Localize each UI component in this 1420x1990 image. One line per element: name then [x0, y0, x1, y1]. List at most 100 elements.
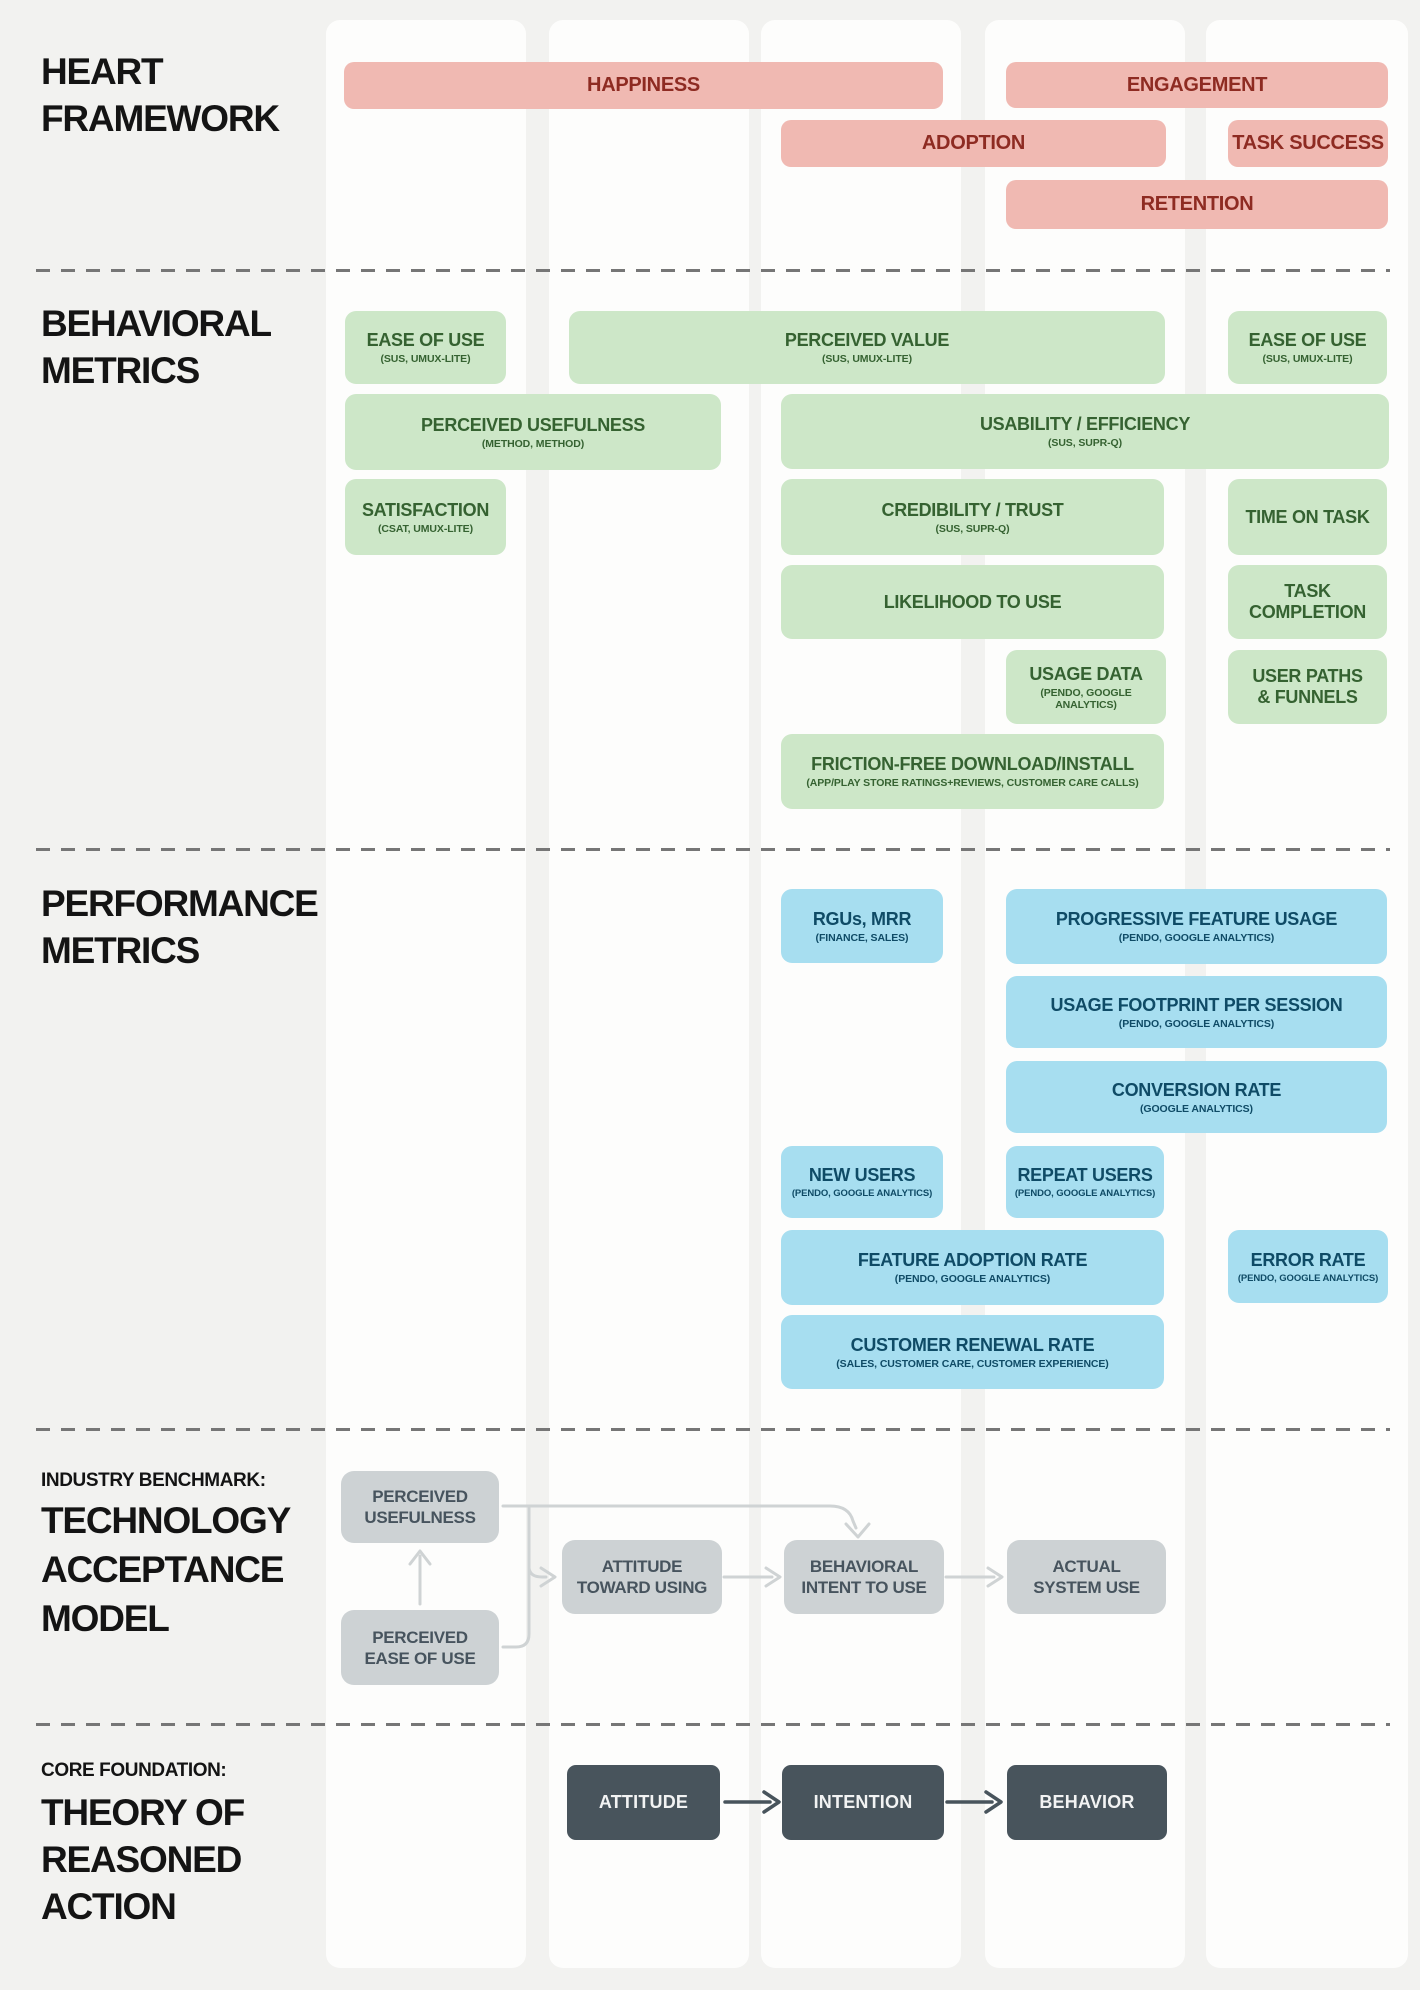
metric-likelihood-to-use: LIKELIHOOD TO USE	[781, 565, 1164, 639]
metric-error-rate: ERROR RATE (PENDO, GOOGLE ANALYTICS)	[1228, 1230, 1388, 1303]
metric-sublabel: (CSAT, UMUX-LITE)	[378, 522, 473, 535]
section-title-technology-acceptance-model: TECHNOLOGY ACCEPTANCE MODEL	[41, 1500, 291, 1639]
metric-satisfaction: SATISFACTION (CSAT, UMUX-LITE)	[345, 479, 506, 555]
section-title-performance-metrics: PERFORMANCE METRICS	[41, 883, 319, 971]
metric-time-on-task: TIME ON TASK	[1228, 479, 1387, 555]
tam-box-perceived-ease-of-use: PERCEIVED EASE OF USE	[341, 1610, 499, 1685]
metric-sublabel: (SUS, UMUX-LITE)	[1262, 353, 1353, 365]
metric-sublabel: (SUS, UMUX-LITE)	[380, 353, 471, 365]
metric-progressive-feature-usage: PROGRESSIVE FEATURE USAGE (PENDO, GOOGLE…	[1006, 889, 1387, 964]
metric-label: CUSTOMER RENEWAL RATE	[850, 1334, 1095, 1355]
metric-label: PERCEIVED USEFULNESS	[420, 414, 646, 435]
metric-label: SATISFACTION	[361, 499, 490, 520]
metric-label: RGUs, MRR	[812, 908, 912, 929]
tam-label: PERCEIVED USEFULNESS	[364, 1487, 476, 1527]
metric-credibility-trust: CREDIBILITY / TRUST (SUS, SUPR-Q)	[781, 479, 1164, 555]
section-pretitle-industry-benchmark: INDUSTRY BENCHMARK:	[41, 1470, 266, 1491]
metric-sublabel: (PENDO, GOOGLE ANALYTICS)	[791, 1188, 933, 1199]
heart-pill-retention: RETENTION	[1006, 180, 1388, 229]
metric-perceived-usefulness: PERCEIVED USEFULNESS (METHOD, METHOD)	[345, 394, 721, 470]
tam-label: PERCEIVED EASE OF USE	[364, 1627, 476, 1668]
tra-label: INTENTION	[813, 1792, 913, 1812]
metric-sublabel: (PENDO, GOOGLE ANALYTICS)	[1118, 1017, 1275, 1030]
heart-pill-task-success-label: TASK SUCCESS	[1232, 132, 1384, 154]
metric-rgus-mrr: RGUs, MRR (FINANCE, SALES)	[781, 889, 943, 963]
metric-sublabel: (METHOD, METHOD)	[481, 437, 585, 450]
metric-usability-efficiency: USABILITY / EFFICIENCY (SUS, SUPR-Q)	[781, 394, 1389, 469]
section-title-behavioral-metrics: BEHAVIORAL METRICS	[41, 303, 272, 391]
bracket-stub-to-attitude	[527, 1566, 548, 1579]
heart-pill-task-success: TASK SUCCESS	[1228, 120, 1388, 167]
tra-box-behavior: BEHAVIOR	[1007, 1765, 1167, 1840]
metric-label: LIKELIHOOD TO USE	[883, 591, 1062, 612]
tra-label: BEHAVIOR	[1039, 1792, 1135, 1812]
metric-ease-of-use-task-success: EASE OF USE (SUS, UMUX-LITE)	[1228, 311, 1387, 384]
metric-label: EASE OF USE	[366, 330, 485, 350]
tam-box-actual-system-use: ACTUAL SYSTEM USE	[1007, 1540, 1166, 1614]
heart-pill-happiness-label: HAPPINESS	[587, 74, 700, 96]
tam-label: ACTUAL SYSTEM USE	[1033, 1557, 1140, 1597]
tam-box-behavioral-intent-to-use: BEHAVIORAL INTENT TO USE	[784, 1540, 944, 1614]
metric-sublabel: (PENDO, GOOGLE ANALYTICS)	[1118, 932, 1275, 944]
metric-label: CREDIBILITY / TRUST	[881, 499, 1064, 520]
section-pretitle-core-foundation: CORE FOUNDATION:	[41, 1760, 227, 1781]
metric-sublabel: (PENDO, GOOGLE ANALYTICS)	[1014, 1188, 1156, 1199]
metric-label: PROGRESSIVE FEATURE USAGE	[1055, 909, 1338, 929]
metric-sublabel: (PENDO, GOOGLE ANALYTICS)	[1237, 1272, 1379, 1284]
metric-sublabel: (SUS, UMUX-LITE)	[822, 353, 912, 365]
tra-box-attitude: ATTITUDE	[567, 1765, 720, 1840]
metric-label: USAGE FOOTPRINT PER SESSION	[1050, 994, 1343, 1015]
metric-sublabel: (PENDO, GOOGLE ANALYTICS)	[1040, 686, 1132, 711]
section-divider-3	[36, 1428, 1390, 1431]
metric-label: EASE OF USE	[1248, 330, 1367, 350]
tam-label: BEHAVIORAL INTENT TO USE	[801, 1557, 927, 1597]
metric-label: USABILITY / EFFICIENCY	[979, 414, 1191, 434]
heart-pill-happiness: HAPPINESS	[344, 62, 943, 109]
metric-task-completion: TASK COMPLETION	[1228, 565, 1387, 639]
metric-sublabel: (SALES, CUSTOMER CARE, CUSTOMER EXPERIEN…	[836, 1357, 1109, 1370]
metric-label: USAGE DATA	[1029, 663, 1143, 684]
tam-label: ATTITUDE TOWARD USING	[576, 1557, 708, 1597]
metric-friction-free-download-install: FRICTION-FREE DOWNLOAD/INSTALL (APP/PLAY…	[781, 734, 1164, 809]
metric-label: FEATURE ADOPTION RATE	[857, 1250, 1088, 1270]
metric-sublabel: (FINANCE, SALES)	[815, 931, 909, 944]
metric-customer-renewal-rate: CUSTOMER RENEWAL RATE (SALES, CUSTOMER C…	[781, 1315, 1164, 1389]
heart-pill-adoption-label: ADOPTION	[921, 132, 1026, 154]
section-divider-2	[36, 848, 1390, 851]
metric-sublabel: (PENDO, GOOGLE ANALYTICS)	[894, 1273, 1051, 1285]
section-divider-1	[36, 269, 1390, 272]
section-title-heart-framework: HEART FRAMEWORK	[41, 51, 280, 139]
metric-label: PERCEIVED VALUE	[784, 330, 950, 350]
metric-repeat-users: REPEAT USERS (PENDO, GOOGLE ANALYTICS)	[1006, 1146, 1164, 1218]
metric-label: TASK COMPLETION	[1249, 581, 1366, 622]
heart-pill-engagement-label: ENGAGEMENT	[1126, 73, 1268, 96]
metric-usage-data: USAGE DATA (PENDO, GOOGLE ANALYTICS)	[1006, 650, 1166, 724]
metric-sublabel: (GOOGLE ANALYTICS)	[1140, 1102, 1253, 1115]
metric-label: FRICTION-FREE DOWNLOAD/INSTALL	[811, 754, 1134, 774]
metric-user-paths-funnels: USER PATHS & FUNNELS	[1228, 650, 1387, 724]
tam-box-perceived-usefulness: PERCEIVED USEFULNESS	[341, 1471, 499, 1543]
metric-sublabel: (SUS, SUPR-Q)	[1048, 437, 1122, 449]
metric-new-users: NEW USERS (PENDO, GOOGLE ANALYTICS)	[781, 1146, 943, 1218]
metric-label: REPEAT USERS	[1017, 1165, 1153, 1185]
section-title-theory-of-reasoned-action: THEORY OF REASONED ACTION	[41, 1792, 245, 1927]
heart-pill-adoption: ADOPTION	[781, 120, 1166, 167]
tam-box-attitude-toward-using: ATTITUDE TOWARD USING	[562, 1540, 722, 1614]
metric-usage-footprint-per-session: USAGE FOOTPRINT PER SESSION (PENDO, GOOG…	[1006, 976, 1387, 1048]
metric-label: CONVERSION RATE	[1111, 1079, 1282, 1100]
metric-sublabel: (SUS, SUPR-Q)	[935, 522, 1010, 535]
metric-label: USER PATHS & FUNNELS	[1252, 666, 1363, 707]
heart-pill-engagement: ENGAGEMENT	[1006, 62, 1388, 108]
metric-ease-of-use-happiness: EASE OF USE (SUS, UMUX-LITE)	[345, 311, 506, 384]
metric-conversion-rate: CONVERSION RATE (GOOGLE ANALYTICS)	[1006, 1061, 1387, 1133]
metric-perceived-value: PERCEIVED VALUE (SUS, UMUX-LITE)	[569, 311, 1165, 384]
metric-label: NEW USERS	[808, 1165, 916, 1185]
metric-feature-adoption-rate: FEATURE ADOPTION RATE (PENDO, GOOGLE ANA…	[781, 1230, 1164, 1305]
metric-label: ERROR RATE	[1250, 1249, 1366, 1270]
tra-box-intention: INTENTION	[782, 1765, 944, 1840]
section-divider-4	[36, 1723, 1390, 1726]
metric-label: TIME ON TASK	[1245, 506, 1370, 527]
heart-pill-retention-label: RETENTION	[1140, 193, 1254, 215]
metric-sublabel: (APP/PLAY STORE RATINGS+REVIEWS, CUSTOME…	[806, 777, 1139, 789]
